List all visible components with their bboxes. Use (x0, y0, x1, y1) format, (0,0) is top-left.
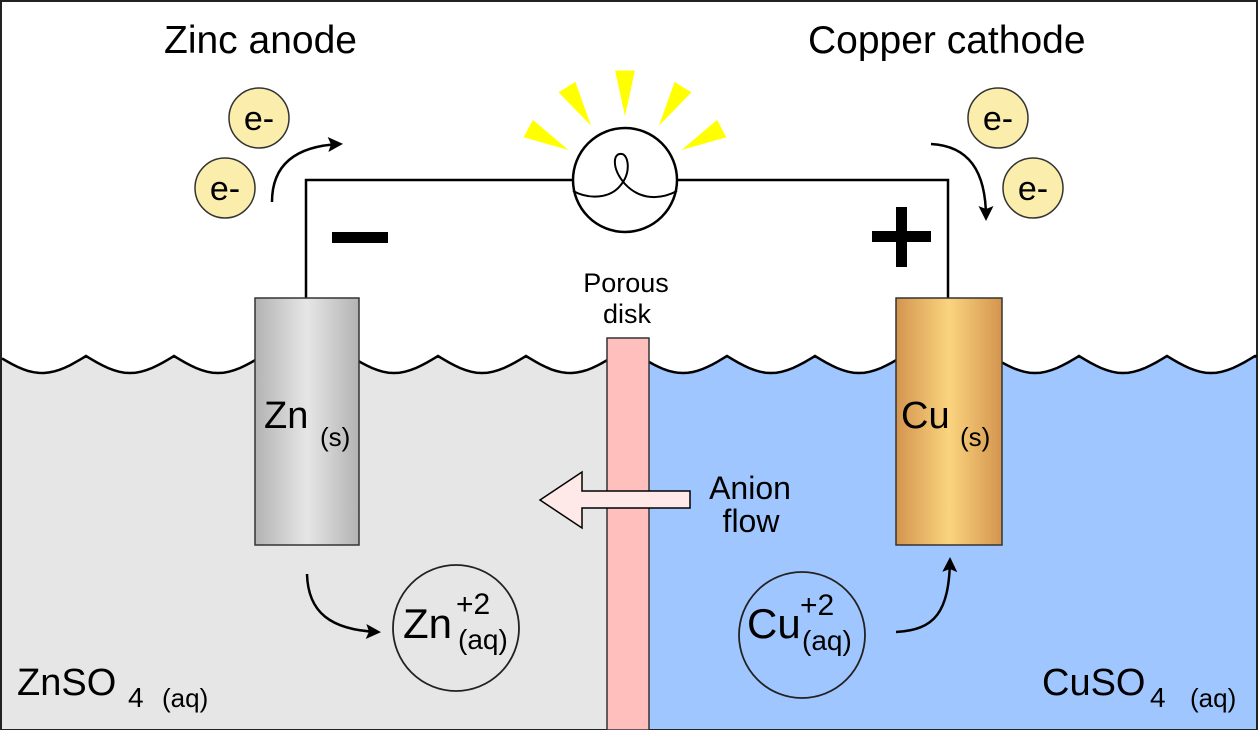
light-ray-4 (658, 81, 692, 126)
anion-flow-label-line1: Anion (709, 470, 791, 506)
anion-flow-arrow (538, 470, 691, 530)
negative-terminal-icon (332, 232, 388, 243)
light-rays (523, 70, 727, 150)
anion-flow-label-line2: flow (723, 503, 781, 539)
zinc-oxidation-arrow (305, 573, 381, 639)
copper-reduction-arrow (895, 557, 958, 634)
positive-terminal-icon (872, 207, 931, 267)
electron-label: e- (983, 100, 1013, 138)
porous-disk-label-line2: disk (603, 299, 652, 329)
copper-electrode (895, 297, 1003, 546)
light-ray-2 (558, 81, 592, 126)
zinc-electrode-symbol: Zn (264, 395, 308, 437)
porous-disk-label-line1: Porous (583, 268, 669, 298)
copper-electrode-state: (s) (960, 422, 990, 452)
copper-electrode-symbol: Cu (901, 395, 950, 437)
copper-cathode-title: Copper cathode (808, 19, 1086, 62)
light-ray-3 (615, 70, 635, 116)
zinc-sulfate-formula: ZnSO (17, 662, 116, 704)
electron-flow-arrow-left (270, 137, 343, 203)
electron-flow-arrow-right (930, 142, 994, 221)
zinc-sulfate-state: (aq) (162, 683, 208, 713)
zinc-ion-charge: +2 (456, 588, 490, 621)
copper-sulfate-state: (aq) (1190, 683, 1236, 713)
electron-label: e- (1018, 170, 1048, 208)
light-ray-1 (523, 119, 569, 150)
copper-ion-symbol: Cu (747, 600, 801, 647)
electron-label: e- (244, 100, 274, 138)
copper-ion-charge: +2 (800, 589, 834, 622)
zinc-ion: Zn +2 (aq) (392, 564, 520, 692)
electron-right-top: e- (967, 87, 1029, 149)
zinc-anode-title: Zinc anode (164, 19, 357, 62)
electron-left-bottom: e- (194, 157, 256, 219)
external-wire (304, 178, 950, 298)
copper-sulfate-formula: CuSO (1042, 662, 1145, 704)
zinc-ion-symbol: Zn (403, 600, 452, 647)
zinc-ion-state: (aq) (458, 624, 508, 655)
light-ray-5 (681, 119, 727, 150)
zinc-electrode (254, 297, 360, 546)
electron-right-bottom: e- (1002, 157, 1064, 219)
copper-ion: Cu +2 (aq) (738, 571, 866, 699)
copper-ion-state: (aq) (802, 625, 852, 656)
light-bulb-icon (523, 70, 727, 234)
porous-disk (606, 337, 650, 730)
electron-left-top: e- (228, 87, 290, 149)
electron-label: e- (210, 170, 240, 208)
zinc-sulfate-subscript: 4 (128, 682, 144, 713)
copper-sulfate-subscript: 4 (1150, 682, 1166, 713)
zinc-electrode-state: (s) (320, 422, 350, 452)
